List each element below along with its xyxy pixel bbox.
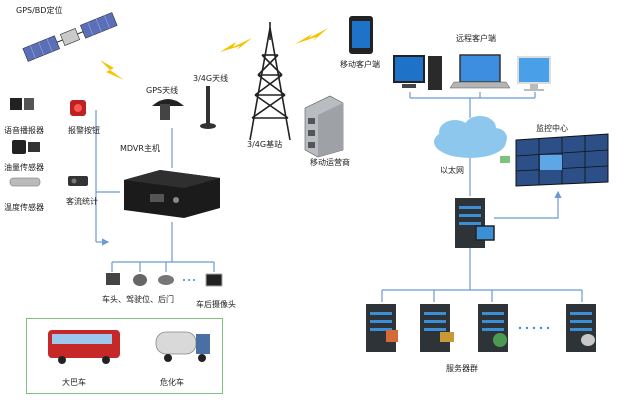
building-icon <box>304 95 344 158</box>
temperature-sensor-icon <box>9 177 41 187</box>
camera-icon <box>205 273 223 287</box>
alarm-button-icon <box>70 100 86 116</box>
bus-label: 大巴车 <box>62 378 86 387</box>
alarm-button-label: 报警按钮 <box>68 126 100 135</box>
rear-camera-label: 车后摄像头 <box>196 300 236 309</box>
passenger-count-label: 客流统计 <box>66 197 98 206</box>
fuel-sensor-icon <box>12 140 40 154</box>
lightning-icon <box>100 28 328 80</box>
dvr-icon <box>124 170 220 218</box>
camera-icon <box>106 273 120 285</box>
phone-icon <box>349 16 373 54</box>
cloud-icon <box>434 116 510 163</box>
vehicle-group-box <box>26 318 223 394</box>
server-icon <box>566 304 596 352</box>
monitor-icon <box>515 133 609 187</box>
cameras-label: 车头、驾驶位、后门 <box>102 295 174 304</box>
base-station-label: 3/4G基站 <box>247 140 283 149</box>
laptop-icon <box>449 54 511 89</box>
camera-icon <box>158 275 174 285</box>
remote-client-label: 远程客户端 <box>456 34 496 43</box>
monitor-center-label: 监控中心 <box>536 124 568 133</box>
mobile-client-label: 移动客户端 <box>340 60 380 69</box>
monitor-icon <box>393 55 442 90</box>
server-icon <box>420 304 454 352</box>
bus-icon <box>48 330 120 364</box>
antenna-icon <box>152 86 216 129</box>
server-icon <box>478 304 508 352</box>
speaker-icon <box>10 98 34 110</box>
server-icon <box>366 304 398 352</box>
antenna-4g-label: 3/4G天线 <box>193 74 229 83</box>
fuel-sensor-label: 油量传感器 <box>4 163 44 172</box>
monitor-icon <box>517 56 551 91</box>
gps-label: GPS/BD定位 <box>16 6 63 15</box>
ellipsis-dots <box>183 279 195 281</box>
server-group-label: 服务器群 <box>446 364 478 373</box>
satellite-icon <box>22 12 118 62</box>
temperature-sensor-label: 温度传感器 <box>4 203 44 212</box>
ellipsis-dots <box>518 326 550 330</box>
operator-label: 移动运营商 <box>310 158 350 167</box>
speaker-label: 语音播报器 <box>4 126 44 135</box>
tanker-icon <box>155 331 210 362</box>
camera-icon <box>133 274 147 286</box>
gps-antenna-label: GPS天线 <box>146 86 179 95</box>
server-icon <box>455 198 495 248</box>
ethernet-label: 以太网 <box>440 166 464 175</box>
tower-icon <box>249 22 291 141</box>
passenger-counter-icon <box>68 176 88 186</box>
tanker-label: 危化车 <box>160 378 184 387</box>
mdvr-label: MDVR主机 <box>120 144 160 153</box>
